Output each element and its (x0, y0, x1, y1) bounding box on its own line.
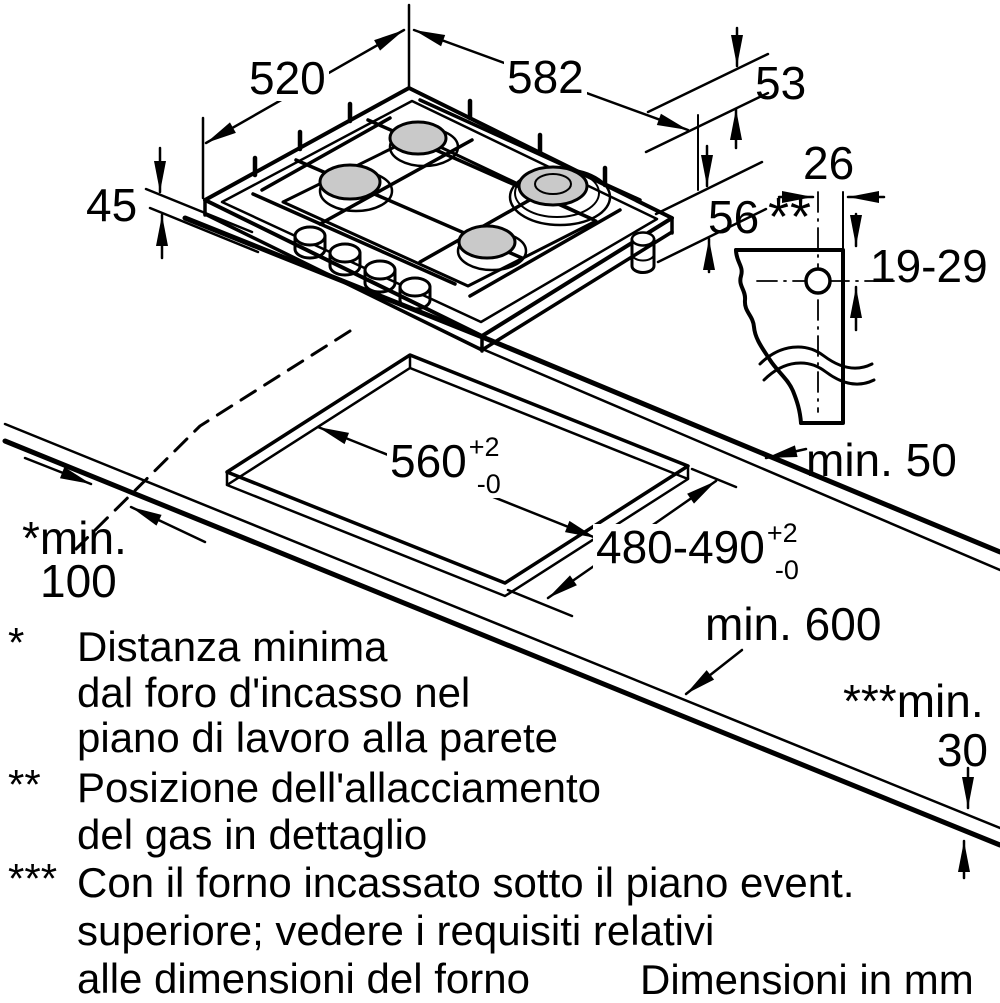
gas-connection-detail (734, 191, 902, 425)
dim-label-56: 56 (708, 191, 760, 243)
footnote-2-line1: Posizione dell'allacciamento (77, 764, 601, 811)
break-line (762, 361, 876, 386)
footnote-3-line1: Con il forno incassato sotto il piano ev… (77, 859, 855, 906)
footnote-3-line2: superiore; vedere i requisiti relativi (77, 907, 715, 954)
min-30-label-line1: ***min. (843, 675, 984, 727)
footnote-1-line3: piano di lavoro alla parete (77, 714, 558, 761)
min-50-leader (764, 445, 808, 460)
dim-label-26: 26 (803, 137, 855, 189)
footnote-3-line3: alle dimensioni del forno (77, 955, 530, 1002)
gas-position-marker: ** (768, 187, 813, 247)
cutout-depth-tol-minus: -0 (774, 555, 799, 585)
footnote-3-marker: *** (8, 855, 58, 902)
cutout-width-tol-plus: +2 (468, 432, 500, 462)
burner-front-left (318, 163, 382, 201)
min-50-label: min. 50 (806, 434, 957, 486)
burner-front-right (457, 224, 517, 260)
cutout-depth-label: 480-490 +2 -0 (593, 520, 802, 585)
cutout-width-value: 560 (390, 435, 467, 487)
burner-back-left (388, 120, 448, 156)
min-100-arrow (23, 456, 93, 486)
dim-label-45: 45 (86, 179, 138, 231)
hob-drawing (203, 86, 674, 353)
dim-label-19-29: 19-29 (870, 240, 988, 292)
cutout-width-tol-minus: -0 (476, 469, 501, 499)
dim-label-520: 520 (246, 55, 329, 101)
wall-projection-dashed-line (74, 329, 352, 551)
burners (318, 120, 612, 272)
gas-connection-point (804, 267, 832, 295)
footnote-2-line2: del gas in dettaglio (77, 811, 428, 858)
footnote-1-line2: dal foro d'incasso nel (77, 669, 471, 716)
burner-wok (517, 165, 589, 207)
control-knobs (293, 225, 432, 311)
cutout-depth-value: 480-490 (596, 521, 765, 573)
cutout-depth-tol-plus: +2 (766, 518, 798, 548)
cutout-width-label: 560 +2 -0 (387, 434, 504, 499)
min-100-label-line2: 100 (40, 555, 117, 607)
min-100-label-line1: *min. (22, 512, 127, 564)
units-note: Dimensioni in mm (640, 956, 974, 1003)
min-30-label-line2: 30 (936, 724, 988, 776)
break-line (758, 345, 874, 370)
min-600-label: min. 600 (705, 598, 882, 650)
footnote-1-line1: Distanza minima (77, 623, 388, 670)
footnote-1-marker: * (8, 619, 25, 666)
footnote-2-marker: ** (8, 761, 41, 808)
dim-label-53: 53 (755, 57, 807, 109)
dim-label-582: 582 (504, 54, 587, 100)
min-600-leader (684, 648, 744, 696)
gas-pipe (630, 231, 656, 274)
